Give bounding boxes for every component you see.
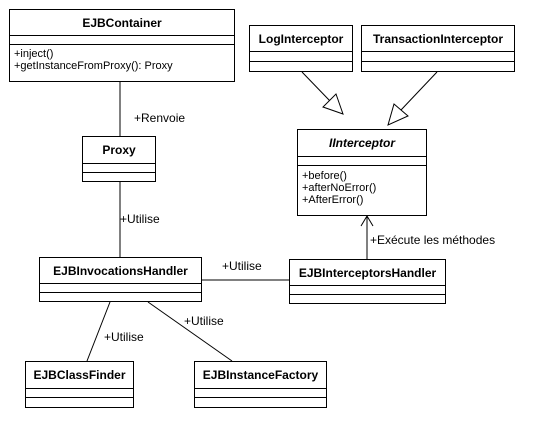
class-name: EJBInstanceFactory <box>195 362 326 389</box>
methods-section: +inject() +getInstanceFromProxy(): Proxy <box>10 45 234 74</box>
methods-section <box>290 295 445 303</box>
attributes-section <box>298 157 426 166</box>
class-name: LogInterceptor <box>250 26 352 52</box>
class-ejb-container[interactable]: EJBContainer +inject() +getInstanceFromP… <box>9 9 235 82</box>
generalization-triangle-icon <box>387 103 409 126</box>
interface-iinterceptor[interactable]: IInterceptor +before() +afterNoError() +… <box>297 129 427 216</box>
methods-section: +before() +afterNoError() +AfterError() <box>298 166 426 208</box>
class-ejb-instance-factory[interactable]: EJBInstanceFactory <box>194 361 327 408</box>
method-item: +inject() <box>14 48 54 60</box>
methods-section <box>40 293 201 301</box>
generalization-transaction-iinterceptor <box>400 71 438 111</box>
class-name: Proxy <box>83 137 155 164</box>
method-item: +afterNoError() <box>302 182 377 194</box>
attributes-section <box>362 52 514 62</box>
class-ejb-invocations-handler[interactable]: EJBInvocationsHandler <box>39 257 202 302</box>
class-ejb-class-finder[interactable]: EJBClassFinder <box>25 361 134 408</box>
class-log-interceptor[interactable]: LogInterceptor <box>249 25 353 72</box>
association-invocations-classfinder <box>86 301 111 362</box>
method-item: +getInstanceFromProxy(): Proxy <box>14 60 173 72</box>
class-name: EJBContainer <box>10 10 234 36</box>
class-transaction-interceptor[interactable]: TransactionInterceptor <box>361 25 515 72</box>
relation-label-utilise: +Utilise <box>222 259 262 273</box>
attributes-section <box>10 36 234 45</box>
relation-label-renvoie: +Renvoie <box>134 111 186 125</box>
methods-section <box>26 398 133 407</box>
relation-label-utilise: +Utilise <box>104 330 144 344</box>
class-name: EJBInterceptorsHandler <box>290 260 445 286</box>
method-item: +AfterError() <box>302 194 364 206</box>
class-ejb-interceptors-handler[interactable]: EJBInterceptorsHandler <box>289 259 446 304</box>
methods-section <box>362 62 514 71</box>
class-name: IInterceptor <box>298 130 426 157</box>
class-name: EJBClassFinder <box>26 362 133 389</box>
class-proxy[interactable]: Proxy <box>82 136 156 182</box>
generalization-triangle-icon <box>322 93 344 115</box>
association-invocations-factory <box>147 301 233 362</box>
class-name: EJBInvocationsHandler <box>40 258 201 284</box>
attributes-section <box>40 284 201 293</box>
attributes-section <box>290 286 445 295</box>
methods-section <box>83 173 155 181</box>
methods-section <box>195 398 326 407</box>
relation-label-utilise: +Utilise <box>120 212 160 226</box>
attributes-section <box>250 52 352 62</box>
relation-label-utilise: +Utilise <box>184 314 224 328</box>
methods-section <box>250 62 352 71</box>
method-item: +before() <box>302 170 347 182</box>
relation-label-execute: +Exécute les méthodes <box>370 233 496 247</box>
attributes-section <box>83 164 155 173</box>
attributes-section <box>26 389 133 398</box>
open-arrowhead-icon <box>360 215 374 227</box>
generalization-log-iinterceptor <box>301 71 331 102</box>
class-name: TransactionInterceptor <box>362 26 514 52</box>
attributes-section <box>195 389 326 398</box>
